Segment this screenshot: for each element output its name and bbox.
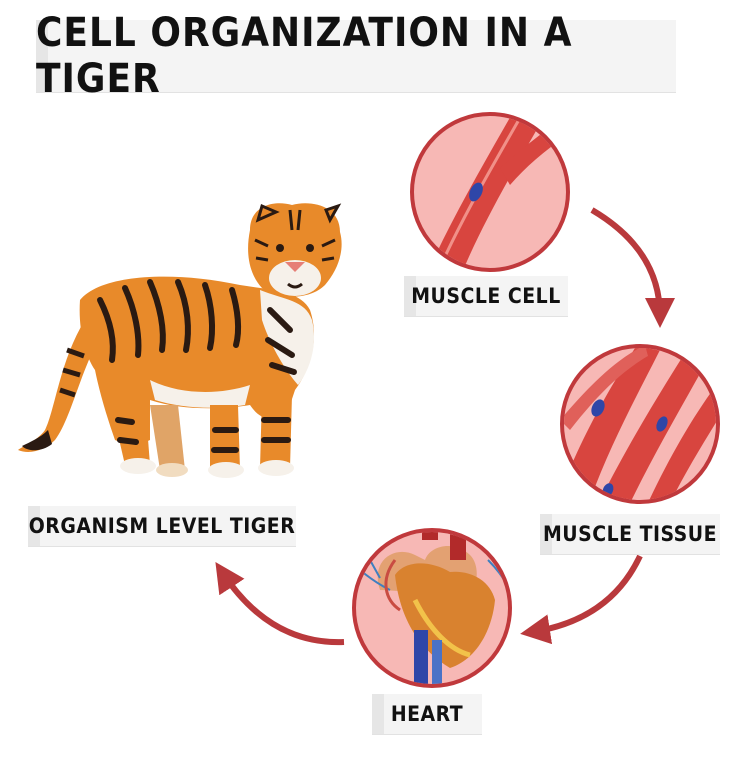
label-organism: ORGANISM LEVEL TIGER: [28, 506, 296, 546]
title-banner: CELL ORGANIZATION IN A TIGER: [36, 10, 676, 102]
nucleus-icon: [656, 416, 668, 432]
muscle-cell-illustration: [410, 112, 570, 272]
label-muscle-cell: MUSCLE CELL: [404, 276, 568, 316]
heart-illustration: [352, 528, 512, 688]
organism-text: ORGANISM LEVEL TIGER: [28, 514, 296, 538]
nucleus-icon: [469, 182, 483, 202]
label-heart: HEART: [372, 694, 482, 734]
arrow-heart-to-organism: [215, 561, 345, 646]
heart-text: HEART: [390, 702, 464, 726]
muscle-tissue-illustration: [560, 344, 720, 504]
muscle-tissue-text: MUSCLE TISSUE: [542, 522, 718, 546]
nucleus-icon: [591, 399, 605, 417]
arrow-tissue-to-heart: [520, 554, 643, 645]
label-muscle-tissue: MUSCLE TISSUE: [540, 514, 720, 554]
tiger-illustration: [18, 203, 342, 478]
arrow-cell-to-tissue: [590, 207, 675, 328]
muscle-cell-text: MUSCLE CELL: [411, 284, 561, 308]
cycle-arrows: [215, 207, 675, 646]
